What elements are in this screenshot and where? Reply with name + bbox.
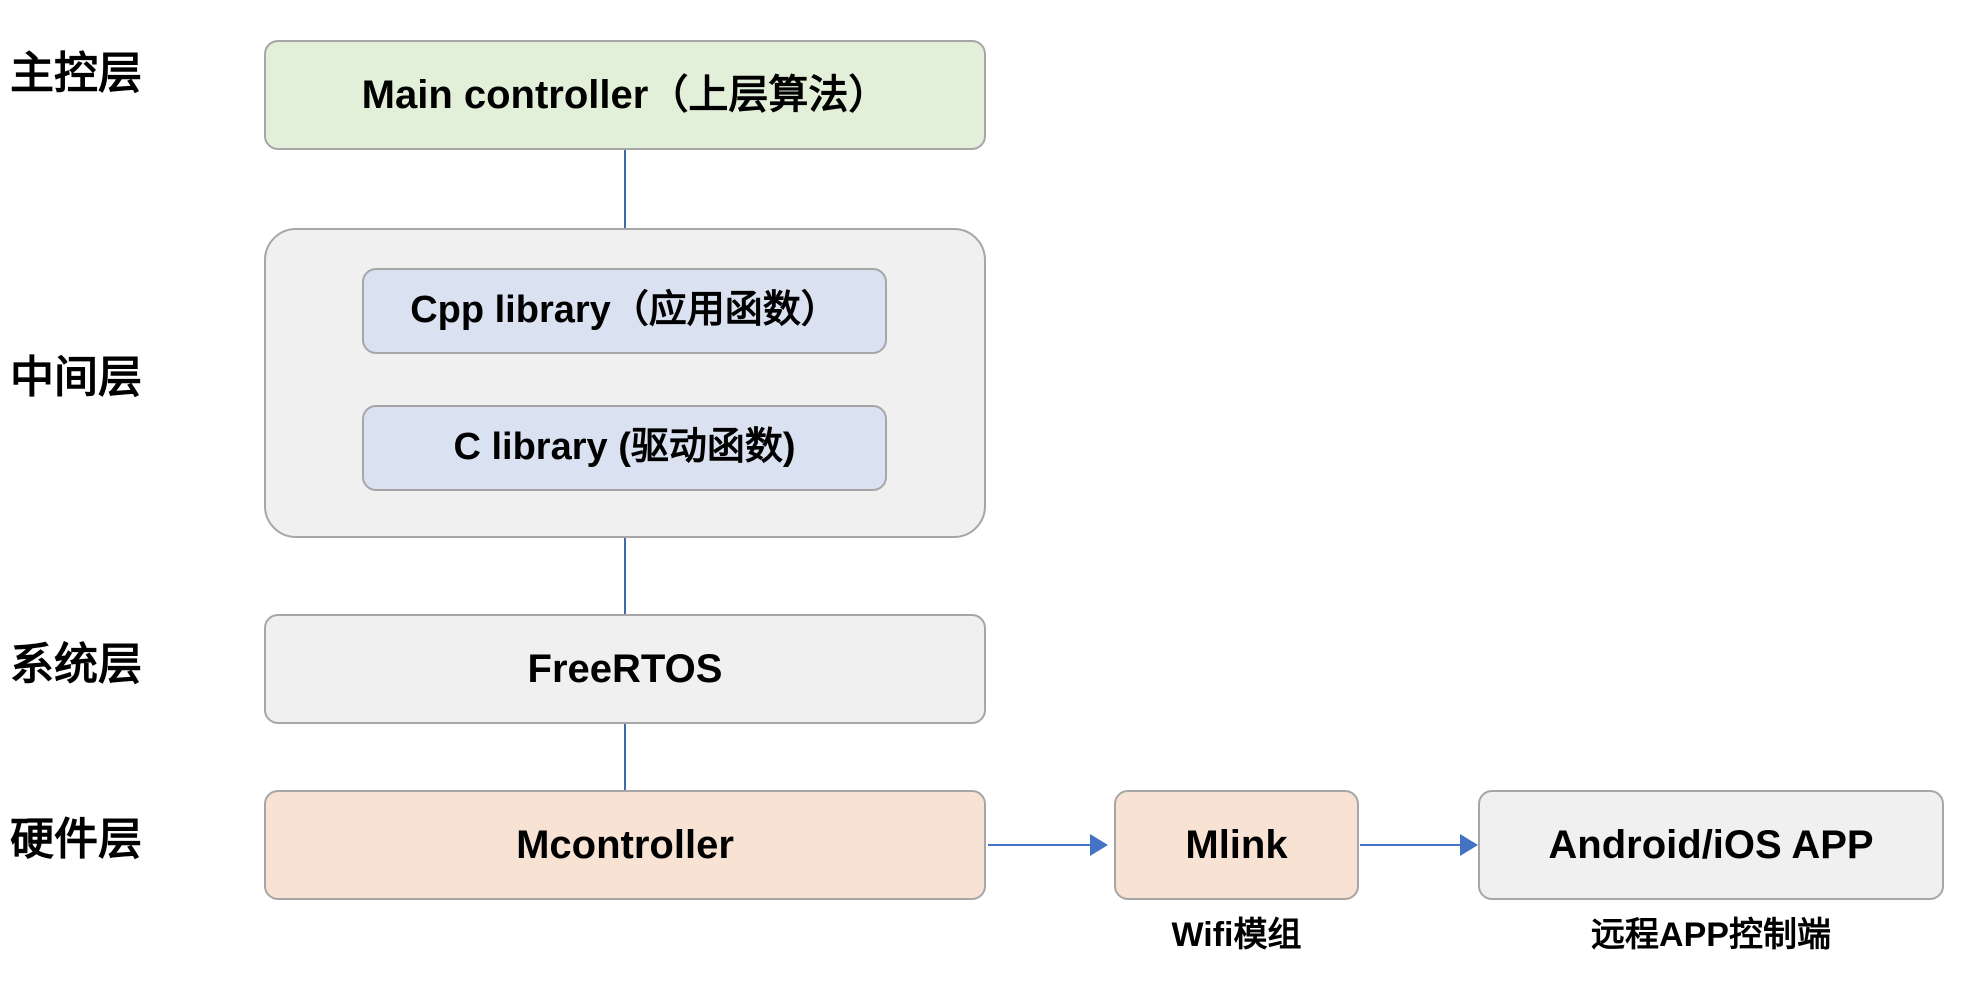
layer-label-middle: 中间层 <box>10 353 142 402</box>
node-mcontroller[interactable]: Mcontroller <box>264 790 986 900</box>
node-app[interactable]: Android/iOS APP <box>1478 790 1944 900</box>
connector-main-to-middle <box>624 150 626 230</box>
node-cpp-library[interactable]: Cpp library（应用函数） <box>362 268 887 354</box>
caption-app: 远程APP控制端 <box>1591 916 1831 954</box>
connector-mlink-to-app <box>1360 844 1460 846</box>
connector-system-to-hardware <box>624 722 626 792</box>
node-mlink[interactable]: Mlink <box>1114 790 1359 900</box>
connector-mcontroller-to-mlink <box>988 844 1090 846</box>
layer-label-main-control: 主控层 <box>10 49 142 98</box>
layer-label-system: 系统层 <box>10 640 142 689</box>
layer-label-hardware: 硬件层 <box>10 815 142 864</box>
arrow-head-mcontroller-to-mlink-icon <box>1090 834 1108 856</box>
caption-mlink: Wifi模组 <box>1171 916 1302 954</box>
node-freertos[interactable]: FreeRTOS <box>264 614 986 724</box>
connector-middle-to-system <box>624 537 626 627</box>
arrow-head-mlink-to-app-icon <box>1460 834 1478 856</box>
node-c-library[interactable]: C library (驱动函数) <box>362 405 887 491</box>
node-main-controller[interactable]: Main controller（上层算法） <box>264 40 986 150</box>
